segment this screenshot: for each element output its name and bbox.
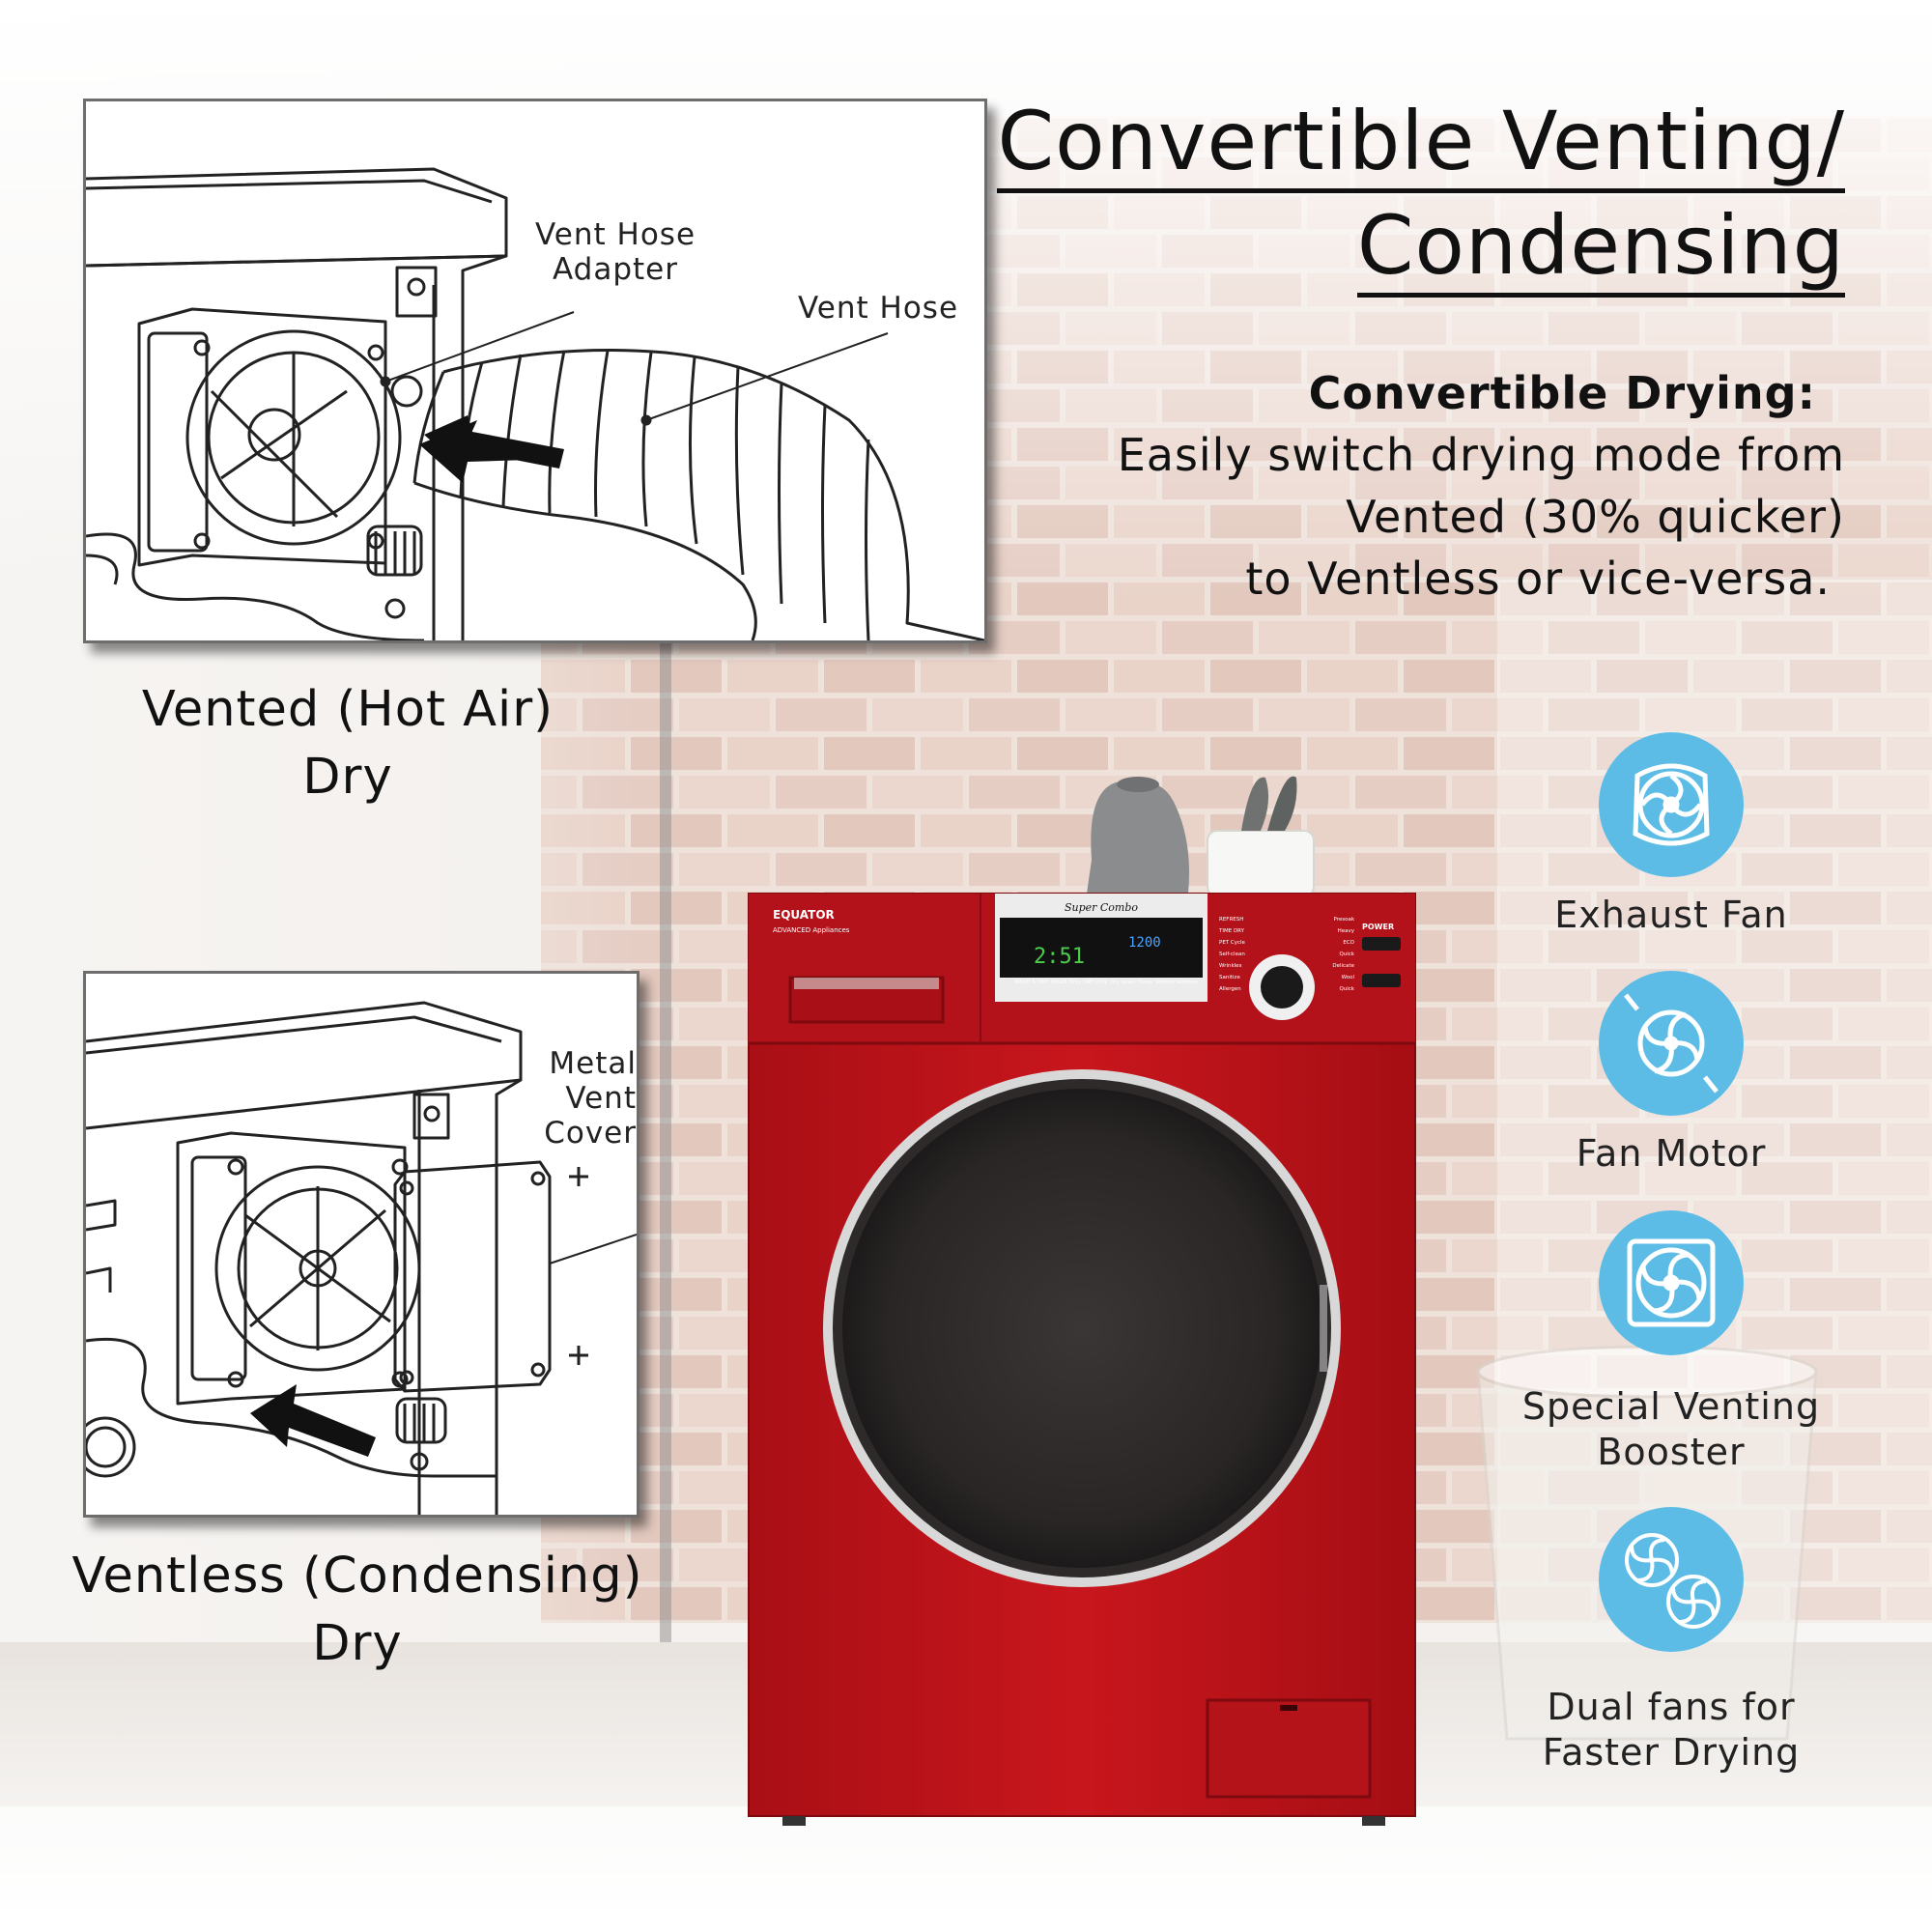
heading-line-2: Condensing — [1356, 199, 1845, 298]
heading-line-1: Convertible Venting/ — [997, 95, 1845, 193]
program-label[interactable]: Presoak — [1333, 917, 1354, 923]
program-label[interactable]: TIME DRY — [1219, 928, 1245, 934]
exhaust-fan-icon — [1599, 732, 1744, 877]
description-line: Vented (30% quicker) — [1346, 491, 1845, 543]
mode-button[interactable]: WASH & DRY — [1014, 980, 1049, 985]
mode-button[interactable]: Delay — [1137, 980, 1153, 985]
props — [1087, 776, 1315, 897]
program-label[interactable]: Sanitize — [1219, 975, 1240, 980]
program-labels-right: Presoak Heavy ECO Quick Delicate Wool Qu… — [1316, 914, 1354, 995]
program-label[interactable]: PET Cycle — [1219, 940, 1245, 946]
feature-label: Faster Drying — [1542, 1731, 1801, 1774]
ventless-caption: Ventless (Condensing) Dry — [71, 1548, 643, 1672]
feature-exhaust-fan: Exhaust Fan — [1517, 732, 1826, 938]
fan-motor-icon — [1599, 971, 1744, 1116]
feature-dual-fans: Dual fans for Faster Drying — [1517, 1507, 1826, 1776]
vent-hose-label: Vent Hose — [797, 291, 959, 326]
washer-brand: EQUATOR ADVANCED Appliances — [773, 908, 918, 935]
brand-logo: EQUATOR — [773, 908, 835, 922]
venting-booster-icon — [1599, 1210, 1744, 1355]
display-time: 2:51 — [1034, 945, 1085, 969]
feature-label: Exhaust Fan — [1554, 894, 1788, 936]
description-line: Easily switch drying mode from — [1117, 429, 1845, 481]
program-label[interactable]: Wool — [1341, 975, 1354, 980]
mode-button[interactable]: Vented Ventless — [1155, 980, 1198, 985]
mode-button[interactable]: DRY Only — [1083, 980, 1108, 985]
display-time-2: 1200 — [1128, 935, 1161, 951]
feature-label: Fan Motor — [1576, 1132, 1767, 1175]
program-label[interactable]: Quick — [1339, 952, 1354, 957]
vent-hose-adapter-label: Vent Hose Adapter — [534, 217, 696, 287]
vented-diagram: Vent Hose Adapter Vent Hose — [83, 99, 987, 643]
model-sub: ALL-IN-ONE WASHER DRYER — [1060, 924, 1143, 931]
program-label[interactable]: Allergen — [1219, 986, 1241, 992]
description-line: to Ventless or vice-versa. — [1245, 553, 1831, 605]
mode-button[interactable]: WASH Only — [1050, 980, 1081, 985]
dual-fans-icon — [1599, 1507, 1744, 1652]
mode-buttons: WASH & DRY WASH Only DRY Only Dry Level … — [1014, 980, 1198, 985]
feature-label: Dual fans for — [1547, 1686, 1796, 1728]
program-labels-left: REFRESH TIME DRY PET Cycle Self-clean Wr… — [1219, 914, 1269, 995]
program-label[interactable]: REFRESH — [1219, 917, 1244, 923]
feature-fan-motor: Fan Motor — [1517, 971, 1826, 1177]
vented-diagram-drawing — [86, 167, 984, 640]
feature-venting-booster: Special Venting Booster — [1517, 1210, 1826, 1475]
metal-vent-cover-label: Metal Vent Cover — [544, 1046, 637, 1151]
ventless-diagram-drawing — [86, 1001, 637, 1515]
washer-body — [748, 893, 1416, 1826]
mode-button[interactable]: Dry Level — [1110, 980, 1136, 985]
feature-label: Special Venting — [1521, 1385, 1821, 1428]
vented-caption: Vented (Hot Air) Dry — [141, 681, 554, 806]
program-label[interactable]: Quick — [1339, 986, 1354, 992]
program-label[interactable]: Wrinkles — [1219, 963, 1242, 969]
program-label[interactable]: ECO — [1343, 940, 1354, 946]
program-label[interactable]: Heavy — [1337, 928, 1354, 934]
program-label[interactable]: Self-clean — [1219, 952, 1245, 957]
description-head: Convertible Drying: — [1308, 367, 1816, 419]
program-label[interactable]: Delicate — [1332, 963, 1354, 969]
washer-model: Super Combo ALL-IN-ONE WASHER DRYER — [1000, 896, 1203, 933]
ventless-diagram: Metal Vent Cover — [83, 971, 639, 1518]
description: Convertible Drying: Easily switch drying… — [976, 362, 1845, 610]
feature-label: Booster — [1597, 1431, 1746, 1473]
model-script: Super Combo — [1064, 901, 1139, 914]
brand-sub: ADVANCED Appliances — [773, 926, 850, 934]
power-button-label[interactable]: POWER — [1362, 923, 1395, 931]
